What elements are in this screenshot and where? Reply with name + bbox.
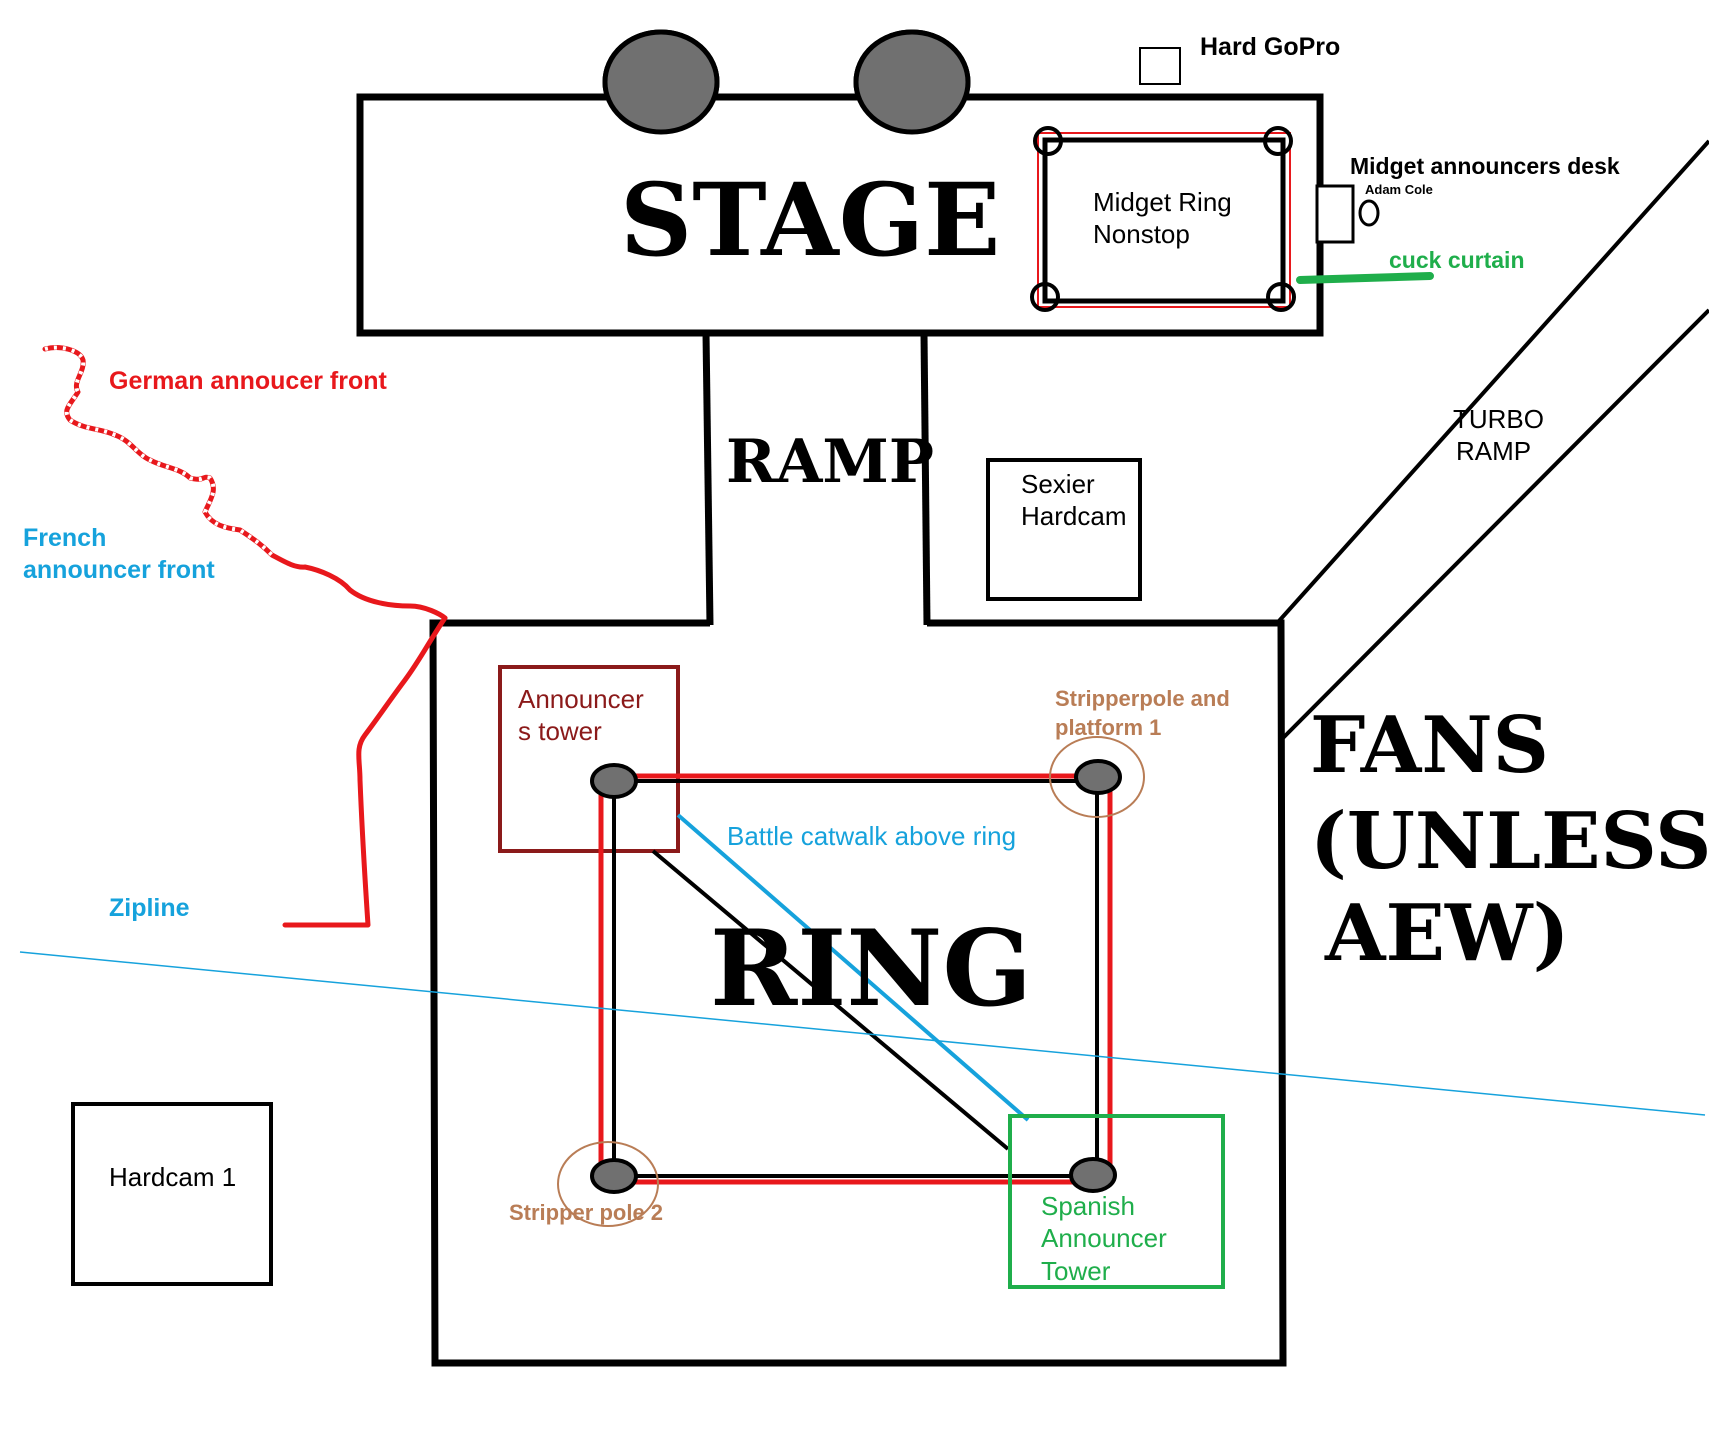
- midget-desk-label: Midget announcers desk: [1350, 153, 1620, 179]
- zipline-line: [19, 951, 1706, 1116]
- battle-catwalk-line: [676, 813, 1030, 1122]
- cuck-curtain-label: cuck curtain: [1389, 247, 1525, 273]
- ramp-right-wall: [920, 332, 931, 626]
- battle-catwalk-label: Battle catwalk above ring: [727, 821, 1016, 851]
- turbo-ramp-label-1: TURBO: [1453, 404, 1544, 434]
- stage-box: [356, 93, 1324, 337]
- sexier-hardcam-label-2: Hardcam: [1021, 501, 1126, 531]
- stripper-pole-2-circle: [557, 1141, 659, 1227]
- ring-post-br: [1069, 1157, 1117, 1193]
- fans-label-2: (UNLESS: [1310, 796, 1709, 887]
- cuck-curtain-line: [1296, 272, 1434, 284]
- ring-black-rope: [612, 779, 1099, 1178]
- midget-ring-box: [1042, 137, 1286, 304]
- ring-post-tl: [590, 763, 638, 799]
- zipline-label: Zipline: [109, 894, 190, 922]
- fans-label-3: AEW): [1324, 888, 1569, 979]
- fans-label-1: FANS: [1310, 700, 1549, 791]
- ring-post-tr: [1074, 759, 1122, 795]
- hardcam-1-box: [71, 1102, 273, 1286]
- adam-cole-seat: [1358, 199, 1380, 227]
- turbo-ramp-wall-2: [1279, 308, 1709, 742]
- stripper-pole-1-label-1: Stripperpole and: [1055, 686, 1230, 711]
- midget-ring-label-1: Midget Ring: [1093, 187, 1232, 217]
- german-announcer-label: German annoucer front: [109, 367, 387, 395]
- midget-desk-box: [1315, 184, 1355, 244]
- midget-ring-post-bl: [1030, 282, 1060, 312]
- announcers-tower-box: [498, 665, 680, 853]
- german-announcer-path: [42, 345, 448, 928]
- sexier-hardcam-box: [986, 458, 1142, 601]
- midget-ring-post-br: [1266, 282, 1296, 312]
- ramp-left-wall: [702, 332, 714, 626]
- midget-ring-post-tr: [1263, 126, 1293, 156]
- hard-gopro-box: [1139, 47, 1181, 85]
- stage-label: STAGE: [620, 161, 1000, 279]
- announcers-tower-label-1: Announcer: [518, 684, 644, 714]
- ramp-label: RAMP: [726, 427, 934, 497]
- ring-post-bl: [590, 1158, 638, 1194]
- ring-label: RING: [710, 906, 1032, 1030]
- speaker-right-top: [853, 29, 971, 135]
- french-announcer-label-1: French: [23, 524, 106, 552]
- ring-red-rope: [598, 773, 1113, 1185]
- sexier-hardcam-label-1: Sexier: [1021, 469, 1095, 499]
- hardcam-1-label: Hardcam 1: [109, 1162, 236, 1192]
- spanish-tower-label-3: Tower: [1041, 1256, 1111, 1286]
- adam-cole-label: Adam Cole: [1365, 182, 1433, 197]
- turbo-ramp-label-2: RAMP: [1456, 436, 1531, 466]
- german-announcer-path-dotted: [44, 345, 274, 557]
- stripper-pole-2-label: Stripper pole 2: [509, 1200, 663, 1225]
- stripper-pole-1-label-2: platform 1: [1055, 715, 1161, 740]
- arena-floor-outline: [429, 619, 1287, 1367]
- turbo-ramp-wall-1: [1277, 139, 1709, 623]
- midget-ring-label-2: Nonstop: [1093, 219, 1190, 249]
- ring-diagonal: [651, 849, 1010, 1151]
- announcers-tower-label-2: s tower: [518, 716, 602, 746]
- speaker-left-top: [602, 29, 720, 135]
- hard-gopro-label: Hard GoPro: [1200, 33, 1340, 61]
- french-announcer-label-2: announcer front: [23, 556, 215, 584]
- midget-ring-post-tl: [1033, 126, 1063, 156]
- spanish-tower-label-1: Spanish: [1041, 1191, 1135, 1221]
- midget-ring-red-outline: [1037, 132, 1291, 308]
- stripper-pole-1-circle: [1049, 736, 1145, 818]
- spanish-tower-box: [1008, 1114, 1225, 1289]
- spanish-tower-label-2: Announcer: [1041, 1223, 1167, 1253]
